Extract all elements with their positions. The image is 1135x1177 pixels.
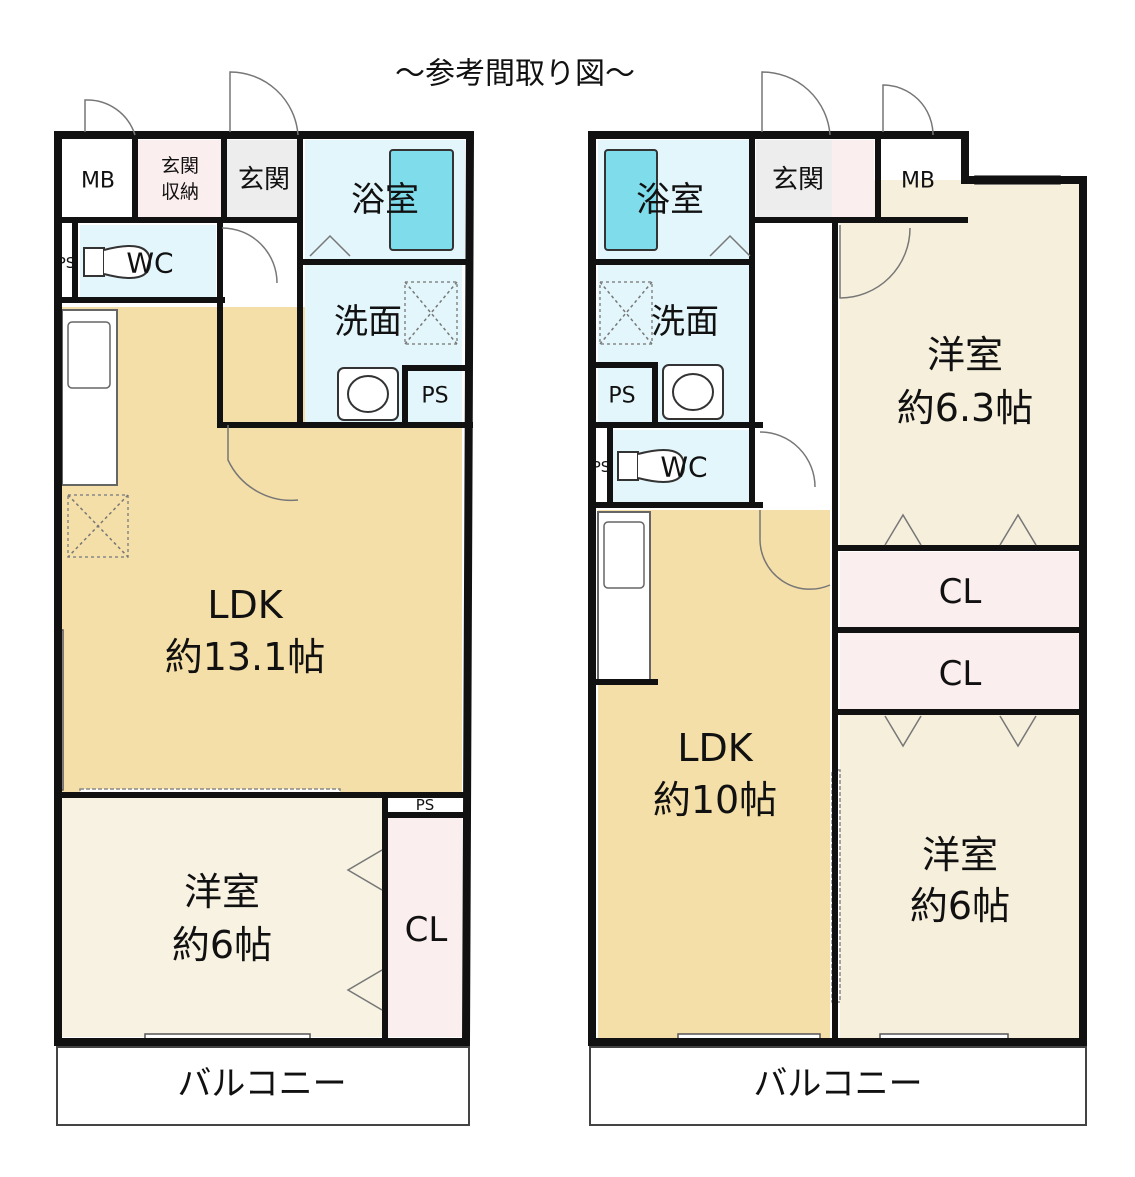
left-small-ps-label: PS xyxy=(416,796,435,814)
left-ldk-size: 約13.1帖 xyxy=(165,635,326,679)
left-mb-label: MB xyxy=(81,169,115,194)
right-room2-name: 洋室 xyxy=(922,833,998,877)
right-room1-name: 洋室 xyxy=(927,333,1003,377)
right-room2-size: 約6帖 xyxy=(910,884,1010,928)
right-washer-space xyxy=(599,281,653,345)
right-ldk-name: LDK xyxy=(677,726,753,770)
right-wash-label: 洗面 xyxy=(651,302,719,342)
right-balcony-label: バルコニー xyxy=(753,1064,922,1104)
left-washer-space xyxy=(404,281,458,345)
right-bathtub xyxy=(604,149,658,251)
right-ldk-size: 約10帖 xyxy=(653,778,777,822)
left-room-size: 約6帖 xyxy=(172,923,272,967)
right-closet2-floor xyxy=(840,633,1080,709)
left-room-name: 洋室 xyxy=(184,870,260,914)
left-genkan-storage-floor xyxy=(138,140,223,218)
left-wc-label: WC xyxy=(126,247,173,280)
right-floor-plan: 浴室 玄関 MB 洗面 PS PS WC 洋室 約6.3帖 CL CL LDK … xyxy=(588,71,1087,1126)
left-western-room-floor xyxy=(62,792,382,1037)
right-wc-label: WC xyxy=(660,451,707,484)
right-genkan-label: 玄関 xyxy=(772,165,824,195)
left-floor-plan: MB 玄関 収納 玄関 浴室 WC PS 洗面 PS LDK 約13.1帖 洋室… xyxy=(54,71,475,1126)
left-genkan-storage-line1: 玄関 xyxy=(161,155,199,177)
left-genkan-label: 玄関 xyxy=(238,165,290,195)
left-balcony-label: バルコニー xyxy=(177,1064,346,1104)
left-ldk-name: LDK xyxy=(207,583,283,627)
left-toilet xyxy=(83,247,105,277)
left-balcony xyxy=(56,1046,470,1126)
left-closet-floor xyxy=(388,818,462,1037)
right-closet2-label: CL xyxy=(939,654,982,694)
right-genkan-floor xyxy=(756,140,832,218)
right-genkan-step xyxy=(832,140,874,218)
right-closet1-floor xyxy=(840,552,1080,628)
left-kitchen-sink xyxy=(67,321,111,389)
right-toilet xyxy=(617,451,639,481)
right-wash-ps-label: PS xyxy=(608,384,635,409)
right-room1-size: 約6.3帖 xyxy=(897,386,1033,430)
left-genkan-storage-line2: 収納 xyxy=(161,181,199,203)
left-bathtub xyxy=(389,149,454,251)
right-western-room2-floor xyxy=(840,713,1080,1038)
plan-title: ～参考間取り図～ xyxy=(395,57,635,92)
left-genkan-floor xyxy=(226,140,298,218)
left-closet-label: CL xyxy=(405,910,448,950)
right-balcony xyxy=(589,1046,1087,1126)
left-fridge-space xyxy=(67,494,129,558)
left-wash-label: 洗面 xyxy=(334,302,402,342)
right-mb-label: MB xyxy=(901,169,935,194)
right-wash-basin xyxy=(662,364,724,420)
right-bath-label: 浴室 xyxy=(636,180,704,220)
right-wc-ps-label: PS xyxy=(592,458,611,476)
right-western-room1-floor xyxy=(840,180,1080,547)
left-wc-ps-label: PS xyxy=(57,254,76,272)
left-wash-ps-label: PS xyxy=(421,384,448,409)
left-bath-label: 浴室 xyxy=(351,180,419,220)
right-kitchen-sink xyxy=(603,521,645,589)
right-closet1-label: CL xyxy=(939,572,982,612)
